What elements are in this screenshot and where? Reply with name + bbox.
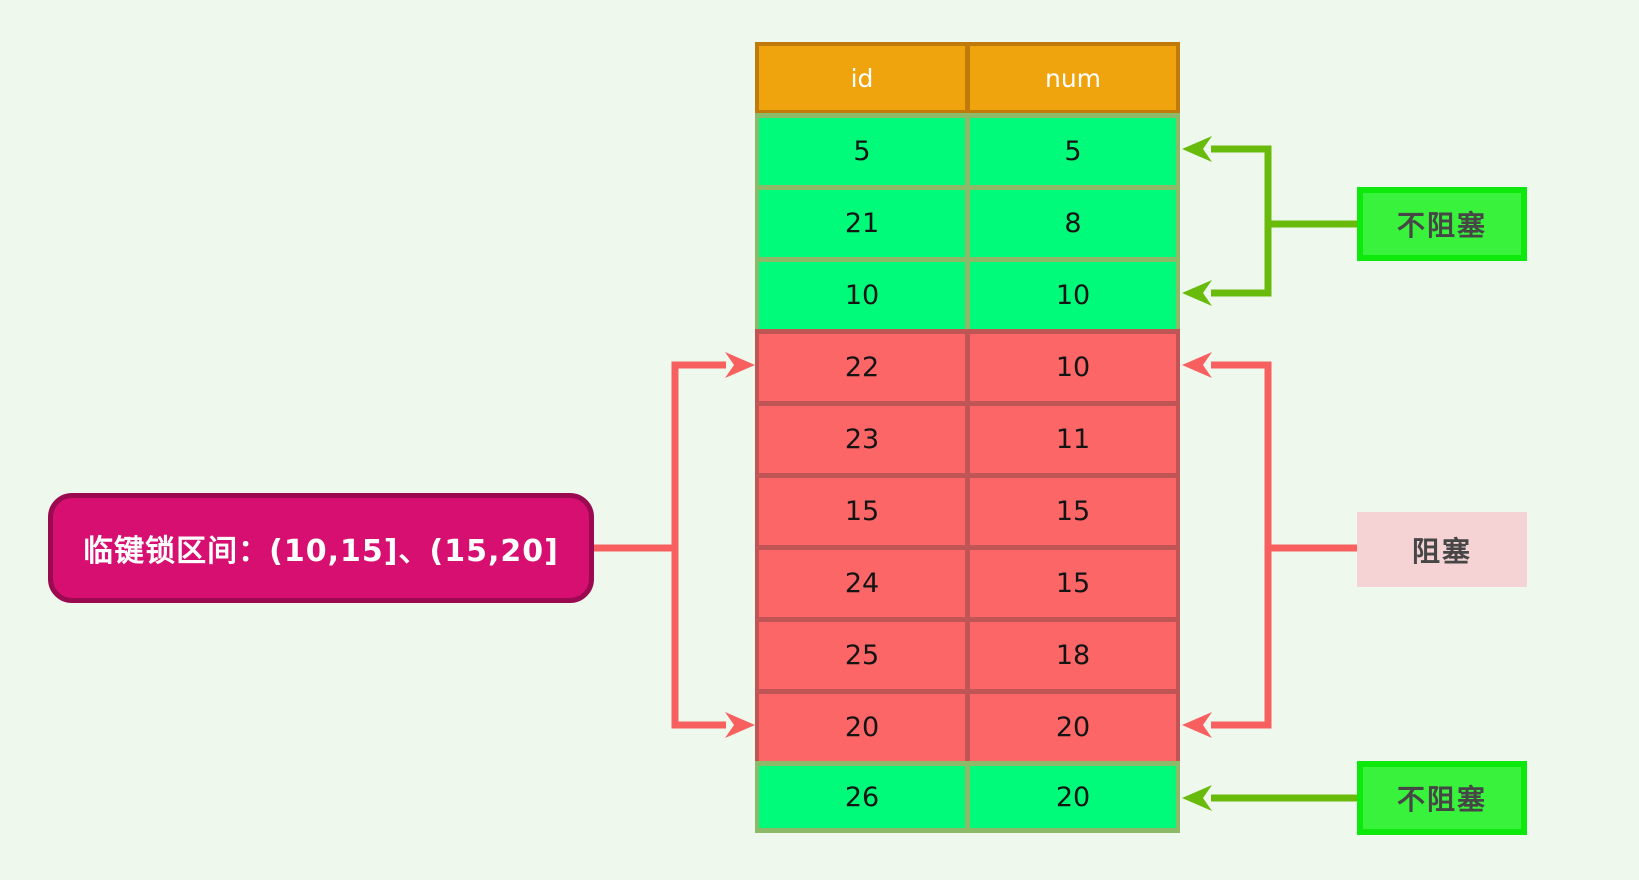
table-cell-num: 18 [1055, 640, 1091, 671]
table-cell-num: 10 [1055, 352, 1091, 383]
table-cell-num: 8 [1064, 208, 1082, 239]
table-cell-num: 11 [1055, 424, 1091, 455]
table-row: 22 10 [755, 329, 1180, 401]
table-cell-id: 20 [759, 694, 970, 761]
table-row: 10 10 [755, 257, 1180, 329]
column-header-id: id [759, 46, 970, 110]
table-cell-num: 20 [1055, 781, 1091, 813]
next-key-lock-range-note: 临键锁区间：(10,15]、(15,20] [48, 493, 594, 603]
table-row: 21 8 [755, 185, 1180, 257]
table-cell-id: 10 [759, 262, 970, 329]
column-header-num: num [1044, 63, 1102, 93]
not-blocking-label-bottom: 不阻塞 [1357, 761, 1527, 835]
table-cell-id: 21 [759, 190, 970, 257]
table-cell-num: 15 [1055, 496, 1091, 527]
table-cell-id: 15 [759, 478, 970, 545]
not-blocking-label-top: 不阻塞 [1357, 187, 1527, 261]
blocking-label: 阻塞 [1357, 512, 1527, 587]
table-cell-id: 26 [759, 766, 970, 828]
table-row: 25 18 [755, 617, 1180, 689]
table-cell-num: 10 [1055, 280, 1091, 311]
table-cell-id: 5 [759, 118, 970, 185]
table-row: 26 20 [755, 761, 1180, 833]
red-bracket-left [592, 352, 755, 738]
table-cell-id: 22 [759, 334, 970, 401]
table-cell-id: 25 [759, 622, 970, 689]
table-header-row: id num [755, 42, 1180, 113]
not-blocking-label-top-text: 不阻塞 [1396, 209, 1487, 242]
red-bracket-right [1182, 352, 1360, 738]
table-cell-id: 24 [759, 550, 970, 617]
blocking-label-text: 阻塞 [1411, 534, 1472, 568]
table-row: 23 11 [755, 401, 1180, 473]
table-row: 24 15 [755, 545, 1180, 617]
table-cell-num: 20 [1055, 712, 1091, 743]
green-bracket-right [1182, 136, 1360, 306]
table-cell-num: 15 [1055, 568, 1091, 599]
note-text: 临键锁区间：(10,15]、(15,20] [83, 534, 559, 569]
table-cell-id: 23 [759, 406, 970, 473]
table-cell-num: 5 [1064, 136, 1082, 167]
not-blocking-label-bottom-text: 不阻塞 [1396, 783, 1487, 816]
